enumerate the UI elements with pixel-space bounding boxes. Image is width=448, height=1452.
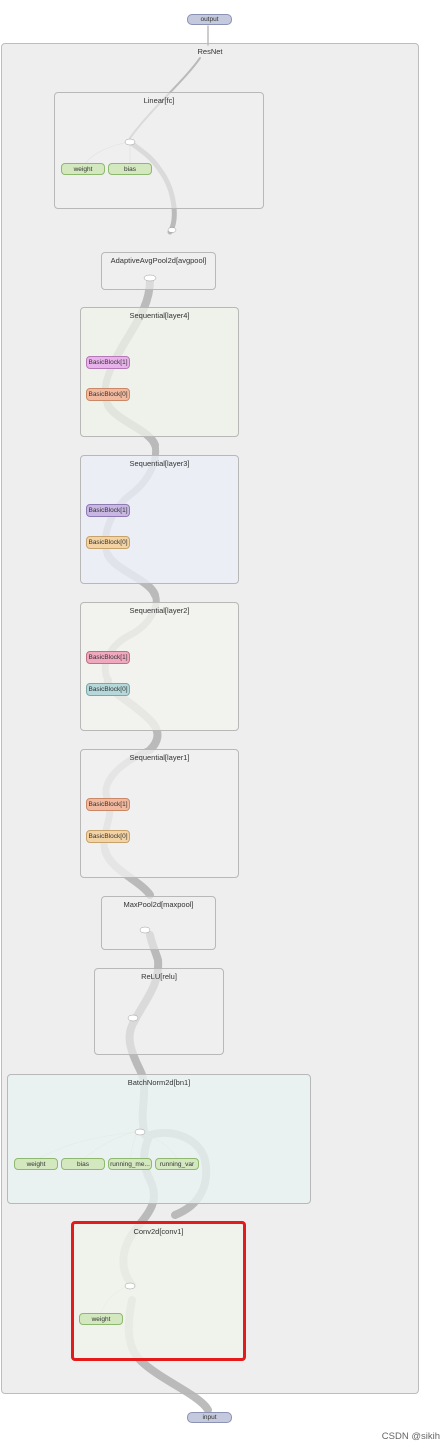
fc-addmm-op — [124, 138, 136, 146]
avgpool-op — [143, 274, 157, 282]
layer2-title: Sequential[layer2] — [129, 606, 190, 615]
layer4-basicblock-1[interactable]: BasicBlock[1] — [86, 356, 130, 369]
layer3-module[interactable]: Sequential[layer3] — [80, 455, 239, 584]
bn1-running-mean-param[interactable]: running_me... — [108, 1158, 152, 1170]
conv1-module[interactable]: Conv2d[conv1] — [71, 1221, 246, 1361]
layer3-title: Sequential[layer3] — [129, 459, 190, 468]
bn1-module[interactable]: BatchNorm2d[bn1] — [7, 1074, 311, 1204]
relu-module[interactable]: ReLU[relu] — [94, 968, 224, 1055]
input-node[interactable]: input — [187, 1412, 232, 1423]
conv1-weight-param[interactable]: weight — [79, 1313, 123, 1325]
layer4-basicblock-0[interactable]: BasicBlock[0] — [86, 388, 130, 401]
avgpool-title: AdaptiveAvgPool2d[avgpool] — [110, 256, 207, 265]
layer2-basicblock-1[interactable]: BasicBlock[1] — [86, 651, 130, 664]
avgpool-module[interactable]: AdaptiveAvgPool2d[avgpool] — [101, 252, 216, 290]
fc-weight-param[interactable]: weight — [61, 163, 105, 175]
fc-title: Linear[fc] — [143, 96, 175, 105]
layer3-basicblock-1[interactable]: BasicBlock[1] — [86, 504, 130, 517]
maxpool-title: MaxPool2d[maxpool] — [123, 900, 194, 909]
layer2-basicblock-0[interactable]: BasicBlock[0] — [86, 683, 130, 696]
maxpool-module[interactable]: MaxPool2d[maxpool] — [101, 896, 216, 950]
output-node[interactable]: output — [187, 14, 232, 25]
fc-bias-param[interactable]: bias — [108, 163, 152, 175]
flatten-op — [167, 227, 177, 233]
layer4-module[interactable]: Sequential[layer4] — [80, 307, 239, 437]
layer1-title: Sequential[layer1] — [129, 753, 190, 762]
conv1-title: Conv2d[conv1] — [133, 1227, 184, 1236]
relu-op — [127, 1014, 139, 1022]
bn1-op — [134, 1128, 146, 1136]
layer2-module[interactable]: Sequential[layer2] — [80, 602, 239, 731]
bn1-title: BatchNorm2d[bn1] — [127, 1078, 191, 1087]
bn1-running-var-param[interactable]: running_var — [155, 1158, 199, 1170]
watermark-credit: CSDN @sikih — [381, 1431, 440, 1442]
relu-title: ReLU[relu] — [141, 972, 177, 981]
conv1-op — [124, 1282, 136, 1290]
maxpool-op — [139, 926, 151, 934]
layer1-module[interactable]: Sequential[layer1] — [80, 749, 239, 878]
layer1-basicblock-0[interactable]: BasicBlock[0] — [86, 830, 130, 843]
layer4-title: Sequential[layer4] — [129, 311, 190, 320]
layer1-basicblock-1[interactable]: BasicBlock[1] — [86, 798, 130, 811]
bn1-bias-param[interactable]: bias — [61, 1158, 105, 1170]
fc-module[interactable]: Linear[fc] — [54, 92, 264, 209]
bn1-weight-param[interactable]: weight — [14, 1158, 58, 1170]
layer3-basicblock-0[interactable]: BasicBlock[0] — [86, 536, 130, 549]
resnet-title: ResNet — [197, 47, 223, 56]
